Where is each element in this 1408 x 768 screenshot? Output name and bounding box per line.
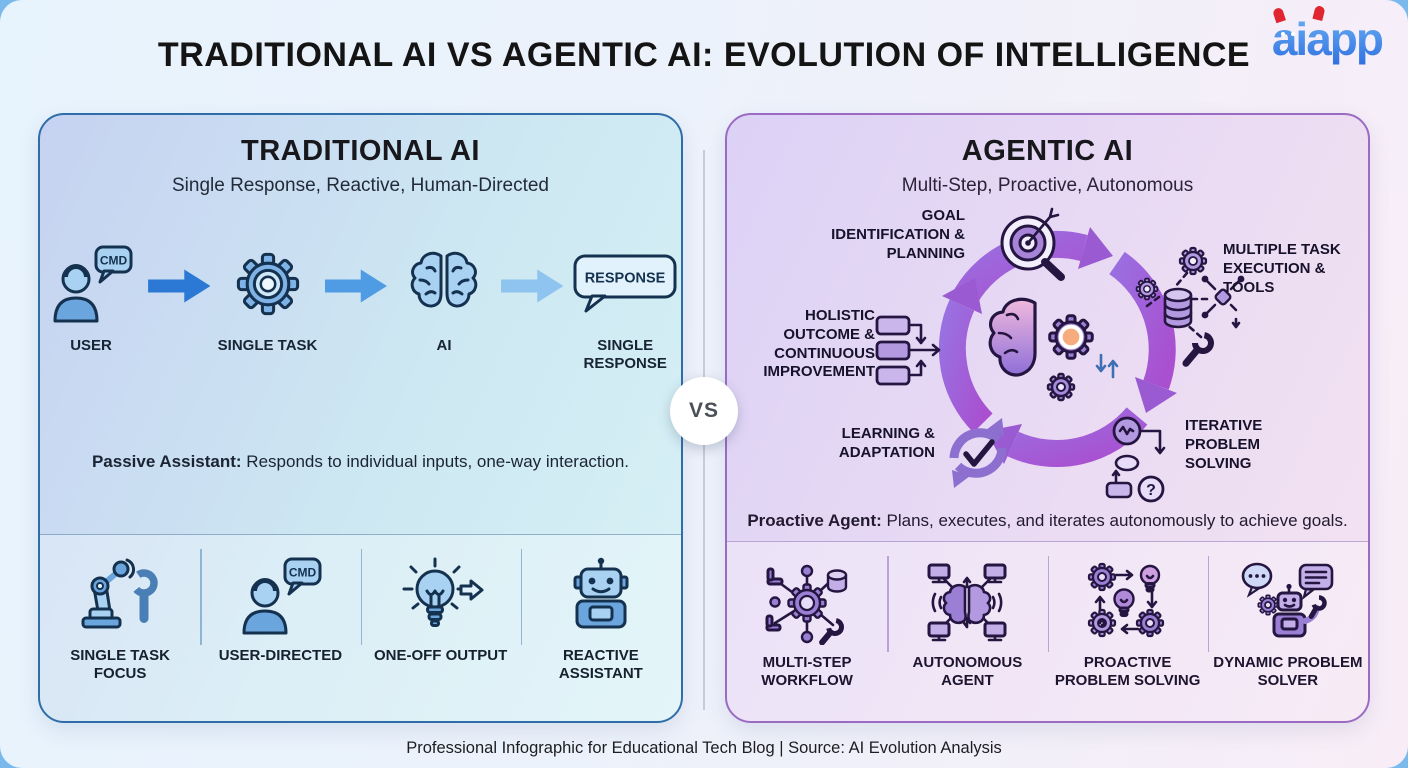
- flow-step-label: USER: [70, 337, 112, 354]
- flow-step-label: AI: [436, 337, 452, 354]
- monitor-icon: [983, 621, 1007, 642]
- traditional-description: Passive Assistant: Responds to individua…: [91, 451, 630, 471]
- section-divider: [727, 541, 1368, 543]
- feature-label: DYNAMIC PROBLEM SOLVER: [1213, 654, 1363, 690]
- workflow-network-icon: [761, 558, 853, 648]
- arrow-right-icon: [148, 269, 211, 303]
- cycle-label-holistic: HOLISTIC OUTCOME & CONTINUOUS IMPROVEMEN…: [763, 307, 875, 381]
- feature-label: USER-DIRECTED: [218, 647, 343, 664]
- cycle-label-iterative: ITERATIVE PROBLEM SOLVING: [1185, 417, 1263, 472]
- svg-text:CMD: CMD: [100, 254, 128, 268]
- feature-label: SINGLE TASK FOCUS: [70, 647, 170, 682]
- agentic-description: Proactive Agent: Plans, executes, and it…: [747, 511, 1348, 530]
- chat-bubble-icon: [1241, 563, 1273, 599]
- feature-label: MULTI-STEP WORKFLOW: [761, 654, 853, 690]
- robot-arm-wrench-icon: [74, 551, 166, 641]
- cycle-label-tools: MULTIPLE TASK EXECUTION & TOOLS: [1223, 241, 1341, 296]
- feature-label: AUTONOMOUS AGENT: [912, 654, 1023, 690]
- svg-text:CMD: CMD: [289, 566, 317, 580]
- refresh-check-icon: [949, 418, 1007, 488]
- feature-dynamic-problem-solver: DYNAMIC PROBLEM SOLVER: [1207, 542, 1368, 721]
- agentic-features: MULTI-STEP WORKFLOW: [727, 542, 1368, 721]
- feature-proactive-problem-solving: PROACTIVE PROBLEM SOLVING: [1047, 542, 1208, 721]
- brain-monitors-icon: [921, 558, 1013, 648]
- target-magnifier-icon: [1000, 207, 1065, 281]
- traditional-features: SINGLE TASK FOCUS CMD USER-DIRECTED: [40, 535, 681, 721]
- cycle-label-learning: LEARNING & ADAPTATION: [838, 425, 935, 461]
- flow-step-single-task: SINGLE TASK: [216, 241, 318, 355]
- monitor-icon: [927, 621, 951, 642]
- arrow-right-icon: [324, 269, 387, 303]
- feature-multi-step-workflow: MULTI-STEP WORKFLOW: [727, 542, 887, 721]
- monitor-icon: [983, 563, 1007, 584]
- agentic-subtitle: Multi-Step, Proactive, Autonomous: [901, 175, 1194, 196]
- monitor-icon: [927, 563, 951, 584]
- cycle-label-goal: GOAL IDENTIFICATION & PLANNING: [831, 207, 965, 262]
- flow-step-user: CMD USER: [40, 241, 142, 355]
- cycle-arrows-icon: ?: [875, 207, 1245, 503]
- user-cmd-icon: CMD: [48, 241, 134, 327]
- stacked-boxes-icon: [875, 315, 941, 386]
- flow-step-label: SINGLE TASK: [217, 337, 318, 354]
- robot-icon: [559, 551, 643, 641]
- flowchart-question-icon: ?: [1105, 416, 1166, 503]
- response-bubble-icon: RESPONSE: [572, 241, 678, 327]
- feature-reactive-assistant: REACTIVE ASSISTANT: [520, 535, 681, 721]
- gear-icon: [229, 241, 307, 327]
- vs-badge: VS: [670, 377, 738, 445]
- page-title: TRADITIONAL AI VS AGENTIC AI: EVOLUTION …: [157, 36, 1251, 74]
- gears-bulbs-icon: [1082, 558, 1174, 648]
- chat-bubble-icon: [1298, 564, 1334, 601]
- bulb-icon: [1112, 588, 1135, 618]
- traditional-title: TRADITIONAL AI: [241, 135, 480, 167]
- robot-chat-icon: [1240, 558, 1336, 648]
- feature-label: PROACTIVE PROBLEM SOLVING: [1054, 654, 1201, 690]
- section-divider: [40, 533, 681, 535]
- feature-label: REACTIVE ASSISTANT: [558, 647, 643, 682]
- svg-text:?: ?: [1146, 482, 1156, 499]
- user-cmd-icon: CMD: [237, 551, 323, 641]
- flow-step-label: SINGLE RESPONSE: [583, 337, 667, 372]
- lightbulb-arrow-icon: [395, 551, 487, 641]
- svg-text:RESPONSE: RESPONSE: [585, 271, 666, 287]
- traditional-subtitle: Single Response, Reactive, Human-Directe…: [171, 175, 549, 196]
- flow-step-ai: AI: [393, 241, 495, 355]
- feature-user-directed: CMD USER-DIRECTED: [200, 535, 360, 721]
- tools-cluster-icon: [1135, 246, 1245, 367]
- feature-single-task-focus: SINGLE TASK FOCUS: [40, 535, 200, 721]
- traditional-ai-panel: TRADITIONAL AI Single Response, Reactive…: [38, 113, 683, 723]
- flow-step-single-response: RESPONSE SINGLE RESPONSE: [569, 241, 681, 373]
- network-node-icon: [1201, 275, 1245, 329]
- traditional-flow: CMD USER: [40, 241, 681, 373]
- brain-gears-icon: [988, 297, 1119, 402]
- arrow-right-icon: [501, 269, 564, 303]
- feature-label: ONE-OFF OUTPUT: [373, 647, 508, 664]
- feature-autonomous-agent: AUTONOMOUS AGENT: [887, 542, 1047, 721]
- database-icon: [1163, 287, 1193, 329]
- agentic-title: AGENTIC AI: [961, 135, 1134, 167]
- agentic-ai-panel: AGENTIC AI Multi-Step, Proactive, Autono…: [725, 113, 1370, 723]
- feature-one-off-output: ONE-OFF OUTPUT: [360, 535, 521, 721]
- agentic-cycle-diagram: ? GOAL IDENTIFICATION & PLANNING MULTIPL…: [725, 199, 1370, 511]
- aiapp-logo: aiapp: [1271, 4, 1382, 66]
- brain-icon: [406, 241, 482, 327]
- footer-caption: Professional Infographic for Educational…: [406, 739, 1002, 757]
- logo-robot-face-icon: [1279, 32, 1297, 42]
- bulb-icon: [1139, 565, 1160, 593]
